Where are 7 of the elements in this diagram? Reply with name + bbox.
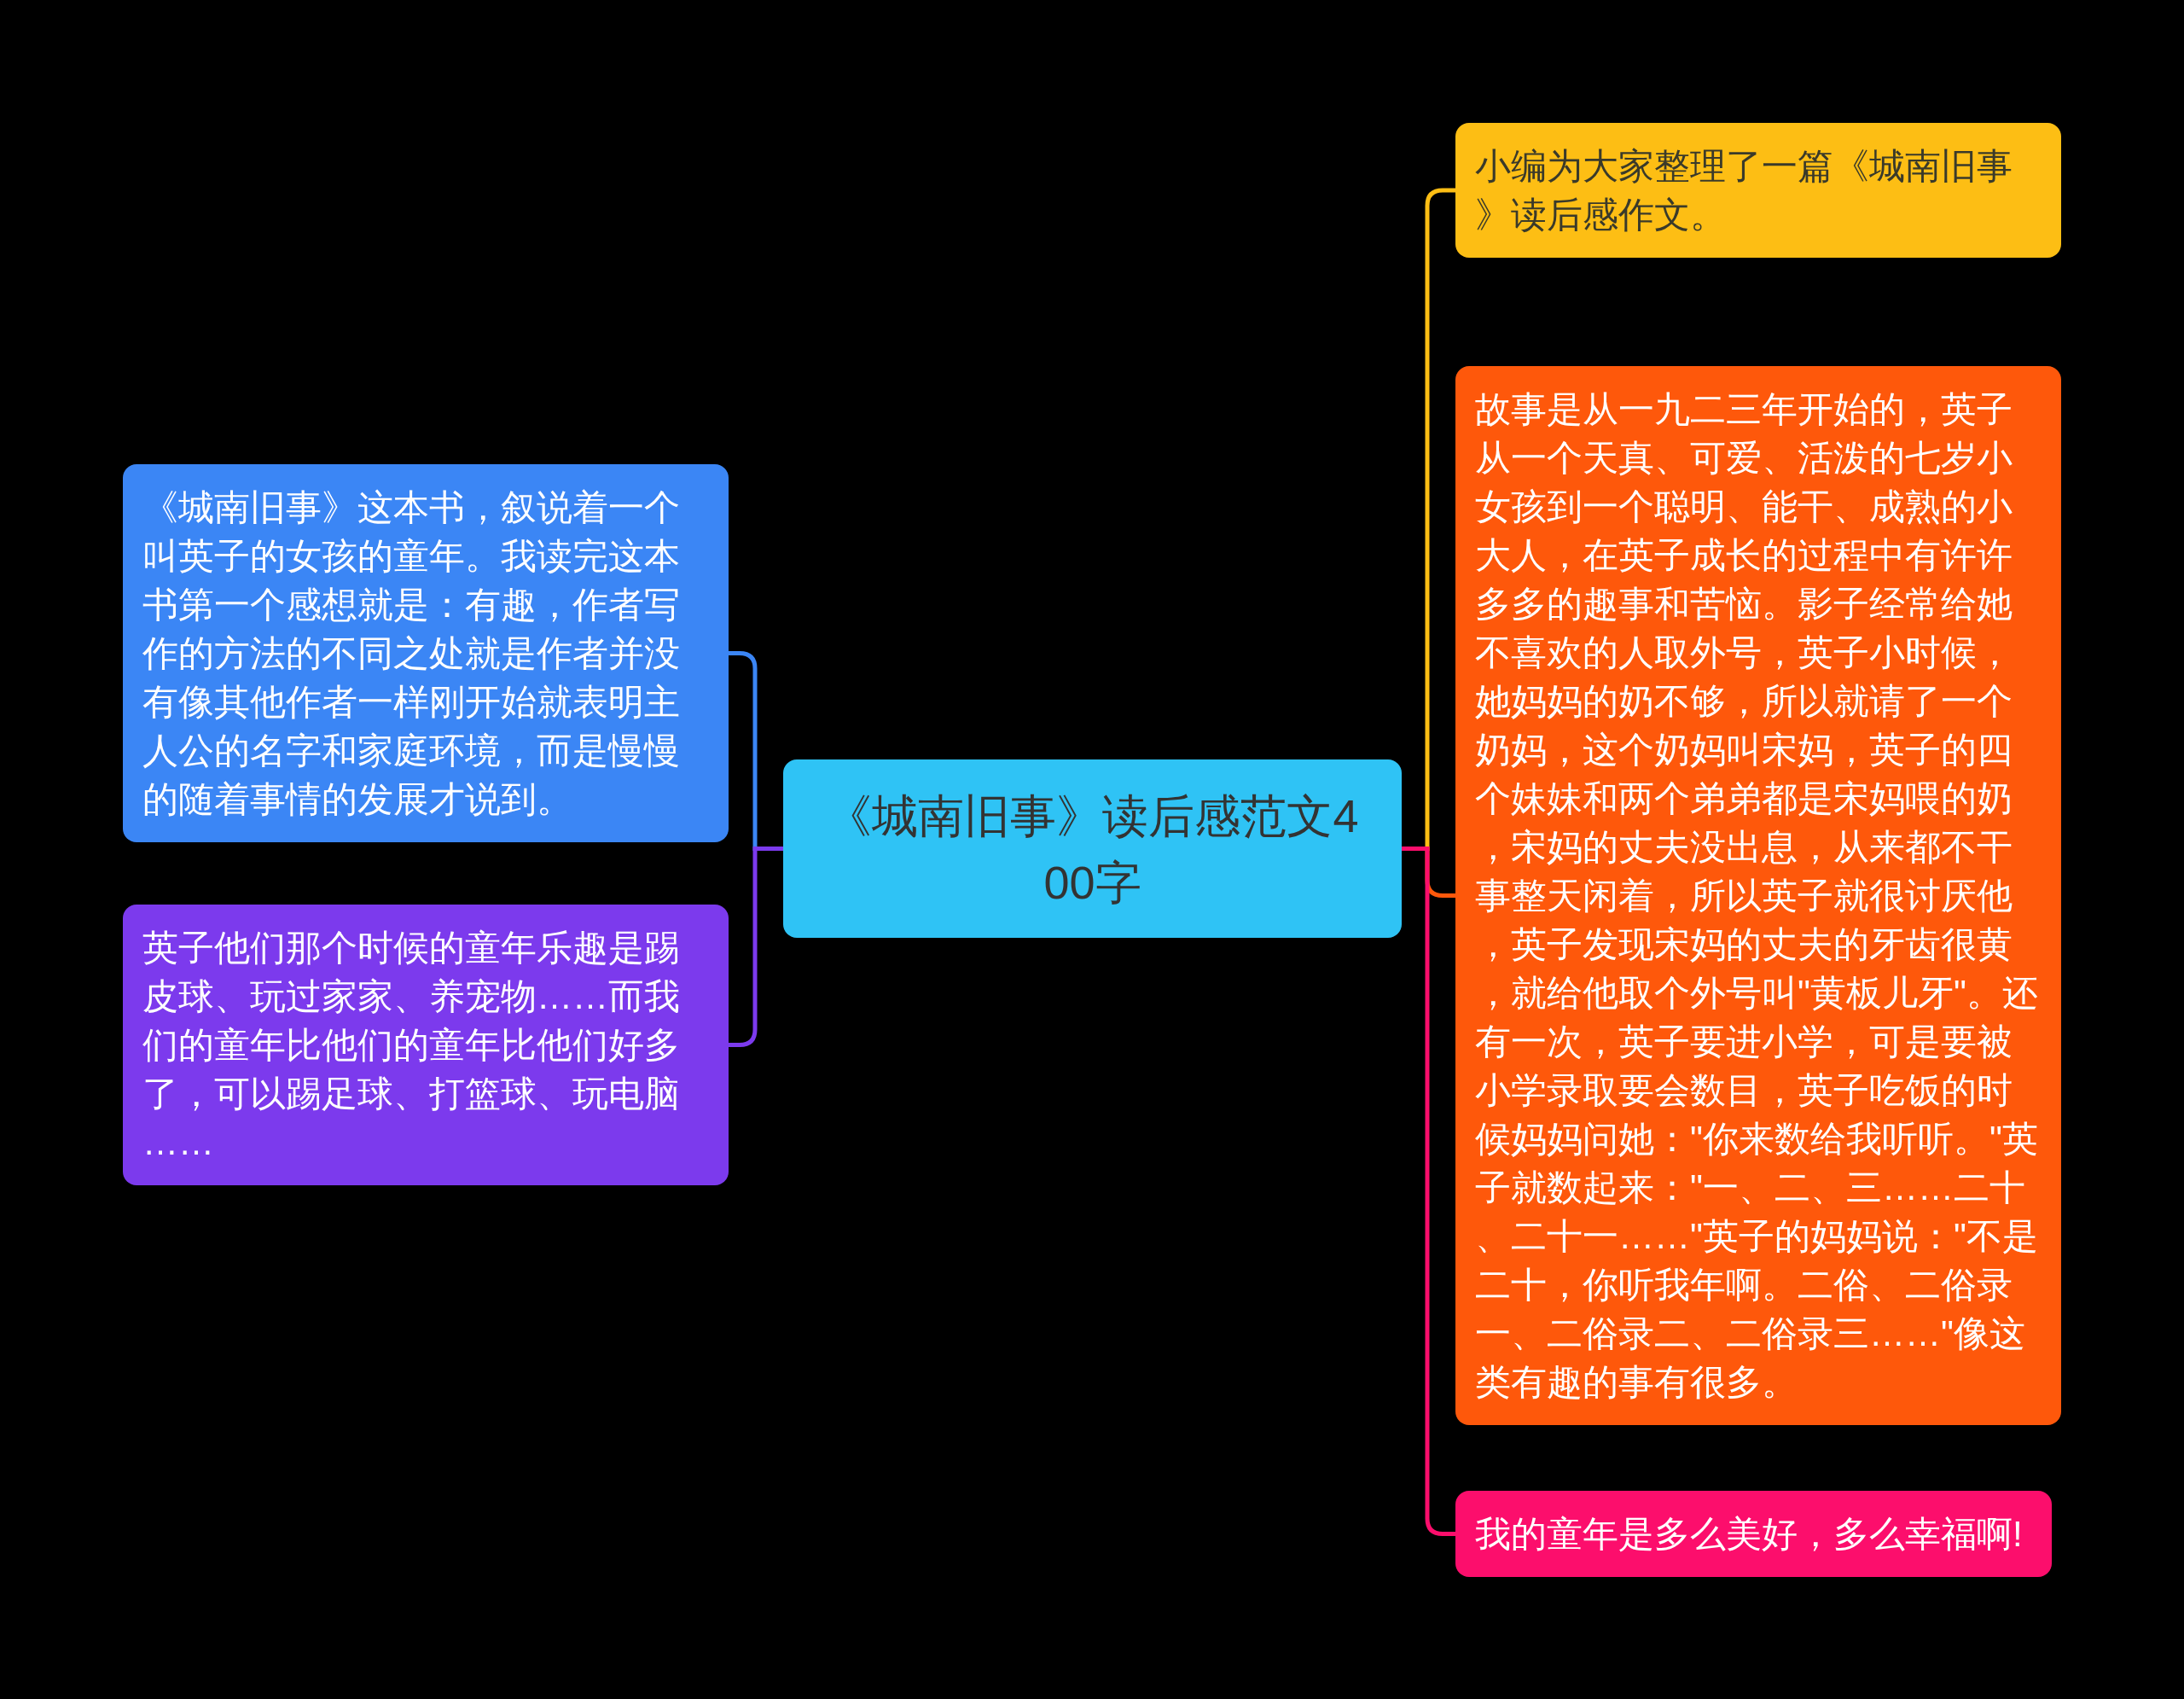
subtopic-box: 我的童年是多么美好，多么幸福啊!: [1455, 1491, 2052, 1577]
subtopic-box: 英子他们那个时候的童年乐趣是踢皮球、玩过家家、养宠物……而我们的童年比他们的童年比他们好多了，可以踢足球、打篮球、玩电脑……: [123, 905, 729, 1185]
connector-line: [729, 847, 783, 1047]
subtopic-box: 故事是从一九二三年开始的，英子从一个天真、可爱、活泼的七岁小女孩到一个聪明、能干、成熟的小大人，在英子成长的过程中有许许多多的趣事和苦恼。影子经常给她不喜欢的人取外号，英子小时候，她妈妈的奶不够，所以就请了一个奶妈，这个奶妈叫宋妈，英子的四个妹妹和两个弟弟都是宋妈喂的奶，宋妈的丈夫没出息，从来都不干事整天闲着，所以英子就很讨厌他，英子发现宋妈的丈夫的牙齿很黄，就给他取个外号叫"黄板儿牙"。还有一次，英子要进小学，可是要被小学录取要会数目，英子吃饭的时候妈妈问她："你来数给我听听。"英子就数起来："一、二、三……二十、二十一……"英子的妈妈说："不是二十，你听我年啊。二俗、二俗录一、二俗录二、二俗录三……"像这类有趣的事有很多。: [1455, 366, 2061, 1425]
subtopic-box: 小编为大家整理了一篇《城南旧事》读后感作文。: [1455, 123, 2061, 258]
central-topic-box: 《城南旧事》读后感范文400字: [783, 759, 1402, 938]
subtopic-box: 《城南旧事》这本书，叙说着一个叫英子的女孩的童年。我读完这本书第一个感想就是：有趣，作者写作的方法的不同之处就是作者并没有像其他作者一样刚开始就表明主人公的名字和家庭环境，而是慢慢的随着事情的发展才说到。: [123, 464, 729, 842]
